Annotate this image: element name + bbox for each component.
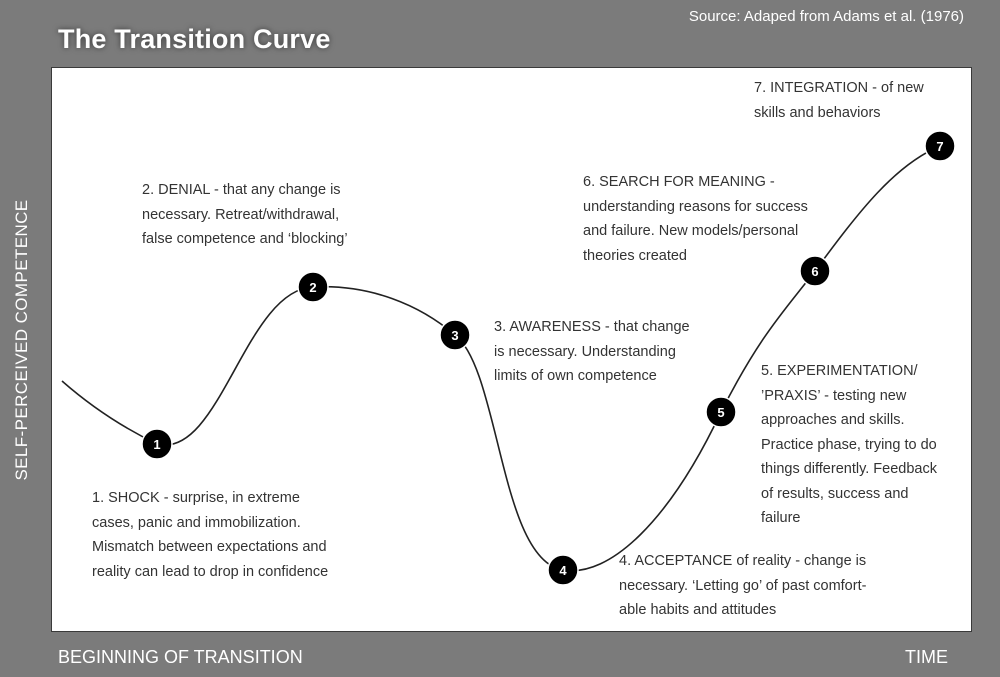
stage-note-line: understanding reasons for success — [583, 198, 808, 215]
stage-note-line: 5. EXPERIMENTATION/ — [761, 363, 918, 379]
stage-note-1: 1. SHOCK - surprise, in extreme cases, p… — [92, 486, 328, 584]
stage-note-5: 5. EXPERIMENTATION/ ’PRAXIS’ - testing n… — [761, 359, 937, 531]
stage-marker-3: 3 — [439, 319, 471, 351]
stage-note-line: 2. DENIAL - that any change is — [142, 182, 341, 198]
stage-note-line: and failure. New models/personal — [583, 223, 799, 239]
stage-note-line: 4. ACCEPTANCE of reality - change is — [619, 553, 867, 569]
x-axis-end-label: TIME — [905, 647, 948, 667]
diagram-title: The Transition Curve — [58, 24, 331, 54]
stage-note-line: skills and behaviors — [754, 104, 881, 121]
stage-marker-2-number: 2 — [309, 280, 316, 295]
stage-marker-5: 5 — [705, 396, 737, 428]
x-axis-start-label: BEGINNING OF TRANSITION — [58, 647, 303, 667]
stage-note-line: cases, panic and immobilization. — [92, 514, 301, 531]
diagram-panel — [51, 67, 972, 632]
stage-marker-7: 7 — [924, 130, 956, 162]
stage-marker-1-number: 1 — [153, 437, 160, 452]
stage-note-line: approaches and skills. — [761, 412, 905, 428]
stage-note-line: Mismatch between expectations and — [92, 539, 327, 555]
stage-note-4: 4. ACCEPTANCE of reality - change is nec… — [619, 549, 866, 623]
stage-note-3: 3. AWARENESS - that change is necessary.… — [494, 315, 690, 389]
stage-note-line: 7. INTEGRATION - of new — [754, 80, 924, 96]
stage-note-line: limits of own competence — [494, 368, 657, 384]
stage-marker-6-number: 6 — [811, 264, 818, 279]
stage-marker-6: 6 — [799, 255, 831, 287]
stage-note-2: 2. DENIAL - that any change is necessary… — [142, 178, 348, 252]
stage-note-line: 1. SHOCK - surprise, in extreme — [92, 490, 300, 506]
stage-marker-7-number: 7 — [936, 139, 943, 154]
stage-note-line: failure — [761, 510, 801, 526]
stage-note-line: necessary. ‘Letting go’ of past comfort- — [619, 577, 867, 594]
stage-marker-4: 4 — [547, 554, 579, 586]
stage-note-line: 3. AWARENESS - that change — [494, 319, 690, 335]
stage-marker-5-number: 5 — [717, 405, 724, 420]
transition-curve-line — [61, 145, 941, 572]
stage-note-7: 7. INTEGRATION - of new skills and behav… — [754, 76, 924, 125]
stage-marker-3-number: 3 — [451, 328, 458, 343]
stage-note-line: of results, success and — [761, 485, 909, 502]
stage-marker-2: 2 — [297, 271, 329, 303]
stage-note-line: 6. SEARCH FOR MEANING - — [583, 174, 775, 190]
stage-note-line: things differently. Feedback — [761, 461, 937, 477]
stage-note-line: necessary. Retreat/withdrawal, — [142, 206, 340, 223]
stage-note-line: able habits and attitudes — [619, 602, 777, 618]
stage-note-line: ’PRAXIS’ - testing new — [761, 387, 907, 404]
stage-note-line: false competence and ‘blocking’ — [142, 231, 348, 247]
stage-note-line: theories created — [583, 247, 687, 264]
source-citation: Source: Adaped from Adams et al. (1976) — [688, 8, 964, 25]
stage-note-line: reality can lead to drop in confidence — [92, 563, 329, 580]
stage-note-6: 6. SEARCH FOR MEANING - understanding re… — [583, 170, 808, 268]
stage-note-line: Practice phase, trying to do — [761, 436, 937, 453]
stage-note-line: is necessary. Understanding — [494, 343, 676, 360]
stage-marker-1: 1 — [141, 428, 173, 460]
stage-marker-4-number: 4 — [559, 563, 567, 578]
